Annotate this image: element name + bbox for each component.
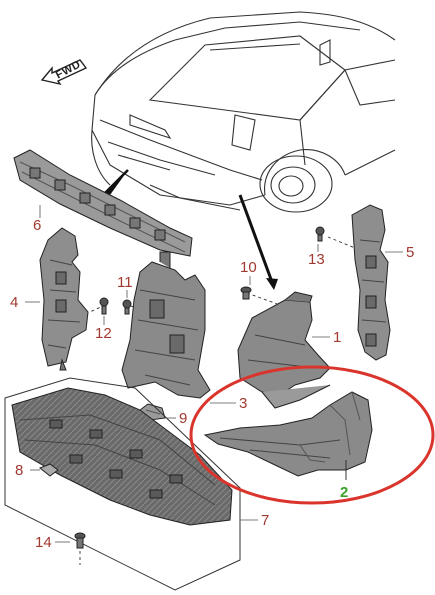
part-1-splash-guard (237, 291, 331, 409)
part-14-bolt (74, 532, 86, 549)
part-12-clip (99, 297, 109, 315)
part-2-lower-guard (203, 391, 373, 480)
callout-14: 14 (35, 534, 52, 551)
callout-5: 5 (406, 244, 415, 261)
callout-9: 9 (179, 410, 188, 427)
callout-4: 4 (10, 294, 19, 311)
callout-3: 3 (239, 395, 248, 412)
callout-lines (25, 205, 403, 543)
callout-8: 8 (15, 462, 24, 479)
part-3-center-bracket (121, 251, 211, 399)
forward-direction-arrow: FWD (40, 58, 88, 86)
callout-6: 6 (33, 217, 42, 234)
part-5-right-bracket (351, 204, 391, 361)
callout-1: 1 (333, 329, 342, 346)
part-13-clip (315, 226, 325, 242)
callout-7: 7 (261, 512, 270, 529)
arrow-left-icon (40, 59, 88, 86)
part-4-left-bracket (39, 227, 89, 371)
part-7-undercover (4, 377, 241, 591)
callout-2: 2 (340, 484, 349, 501)
callout-12: 12 (95, 325, 112, 342)
callout-10: 10 (240, 259, 257, 276)
callout-13: 13 (308, 251, 325, 268)
callout-11: 11 (117, 274, 133, 291)
part-6-reinforcement (13, 149, 193, 257)
car-outline (91, 11, 396, 213)
part-10-bolt (240, 286, 252, 300)
part-8-clip (39, 463, 59, 477)
highlight-ellipse (189, 365, 435, 505)
part-11-clip (122, 299, 132, 315)
